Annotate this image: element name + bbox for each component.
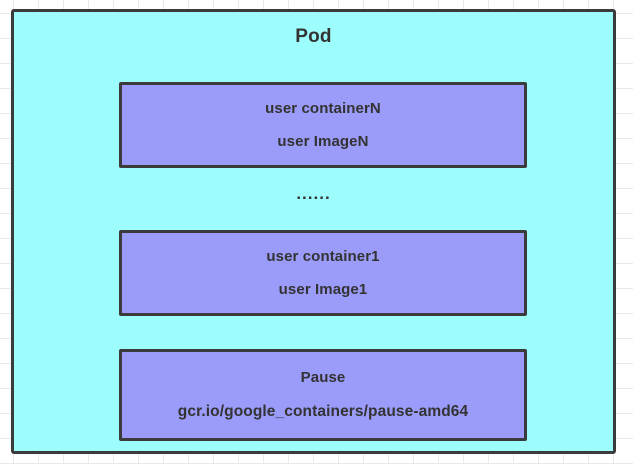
container-image-container1: user Image1 [278,280,368,298]
ellipsis-separator: ...... [296,184,331,203]
container-image-containerN: user ImageN [277,132,369,150]
container-box-container1: user container1 user Image1 [119,230,527,316]
container-name-pause: Pause [300,369,346,386]
pod-title: Pod [295,26,332,47]
container-box-pause: Pause gcr.io/google_containers/pause-amd… [119,349,527,441]
container-image-pause: gcr.io/google_containers/pause-amd64 [177,403,469,420]
container-box-containerN: user containerN user ImageN [119,82,527,168]
pod-container-box: Pod user containerN user ImageN ...... u… [11,9,616,454]
container-name-containerN: user containerN [265,100,381,118]
container-name-container1: user container1 [266,248,380,266]
